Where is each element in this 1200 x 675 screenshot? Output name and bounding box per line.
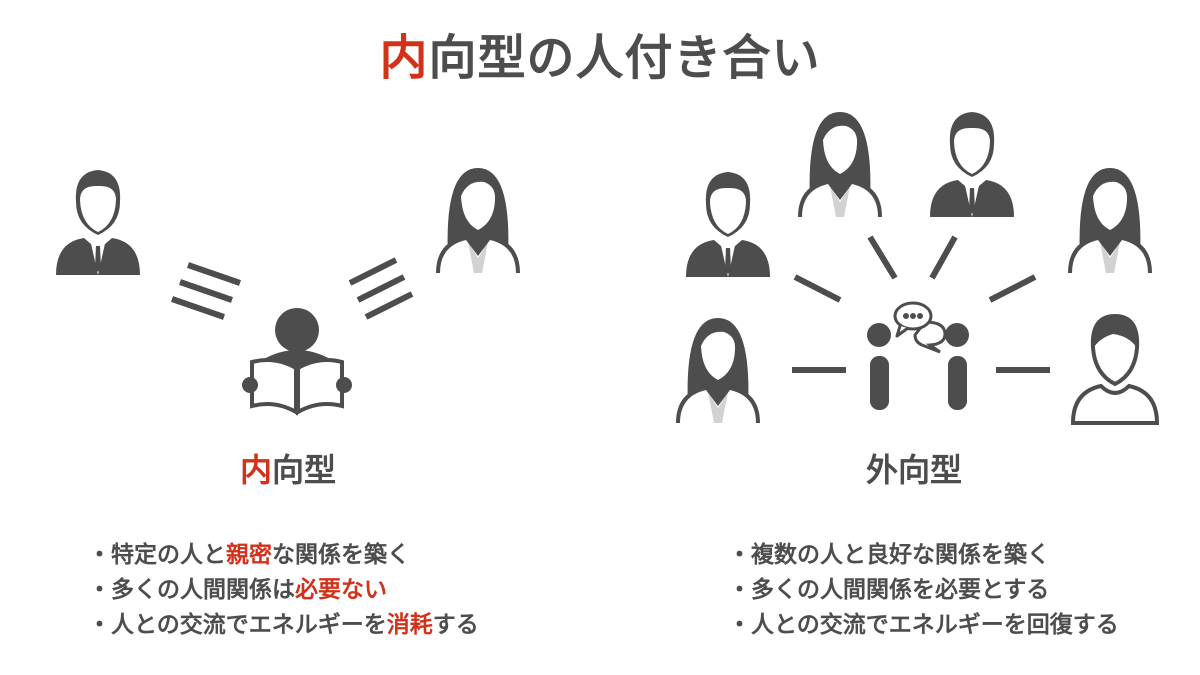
list-item: ・多くの人間関係は必要ない — [88, 573, 479, 608]
introvert-traits-list: ・特定の人と親密な関係を築く ・多くの人間関係は必要ない ・人との交流でエネルギ… — [88, 538, 479, 643]
text: ・特定の人と — [88, 542, 226, 568]
casual-man-icon — [1071, 312, 1159, 425]
list-item: ・人との交流でエネルギーを回復する — [728, 612, 1119, 638]
text: する — [432, 612, 479, 638]
label-rest: 向型 — [272, 451, 337, 489]
extrovert-label: 外向型 — [866, 451, 963, 489]
businesswoman-icon — [798, 112, 882, 217]
list-item: ・人との交流でエネルギーを消耗する — [88, 608, 479, 643]
list-item: ・特定の人と親密な関係を築く — [88, 538, 479, 573]
highlight: 消耗 — [386, 612, 433, 638]
highlight: 親密 — [226, 542, 272, 568]
text: な関係を築く — [272, 542, 410, 568]
list-item: ・多くの人間関係を必要とする — [728, 577, 1050, 603]
label-highlight: 内 — [240, 451, 273, 489]
text: ・多くの人間関係は — [88, 577, 295, 603]
businessman-icon — [56, 170, 140, 275]
speech-bubble-icon — [893, 301, 947, 354]
highlight: 必要ない — [295, 577, 387, 603]
title-rest: 向型の人付き合い — [428, 30, 821, 86]
introvert-label: 内向型 — [240, 445, 336, 491]
page-title: 内向型の人付き合い — [0, 18, 1200, 88]
connection-lines-left — [171, 257, 414, 320]
connection-lines-right — [792, 235, 1050, 373]
mustache-man-icon — [930, 112, 1014, 217]
conversation-pair-icon — [867, 323, 969, 410]
list-item: ・複数の人と良好な関係を築く — [728, 542, 1050, 568]
businesswoman-short-hair-icon — [676, 318, 760, 423]
reading-person-icon — [242, 308, 352, 416]
businessman-icon — [686, 172, 770, 277]
businesswoman-icon — [436, 168, 520, 273]
businesswoman-icon — [1068, 168, 1152, 273]
text: ・人との交流でエネルギーを — [88, 612, 387, 638]
title-highlight: 内 — [379, 30, 429, 86]
extrovert-traits-list: ・複数の人と良好な関係を築く ・多くの人間関係を必要とする ・人との交流でエネル… — [728, 538, 1119, 643]
